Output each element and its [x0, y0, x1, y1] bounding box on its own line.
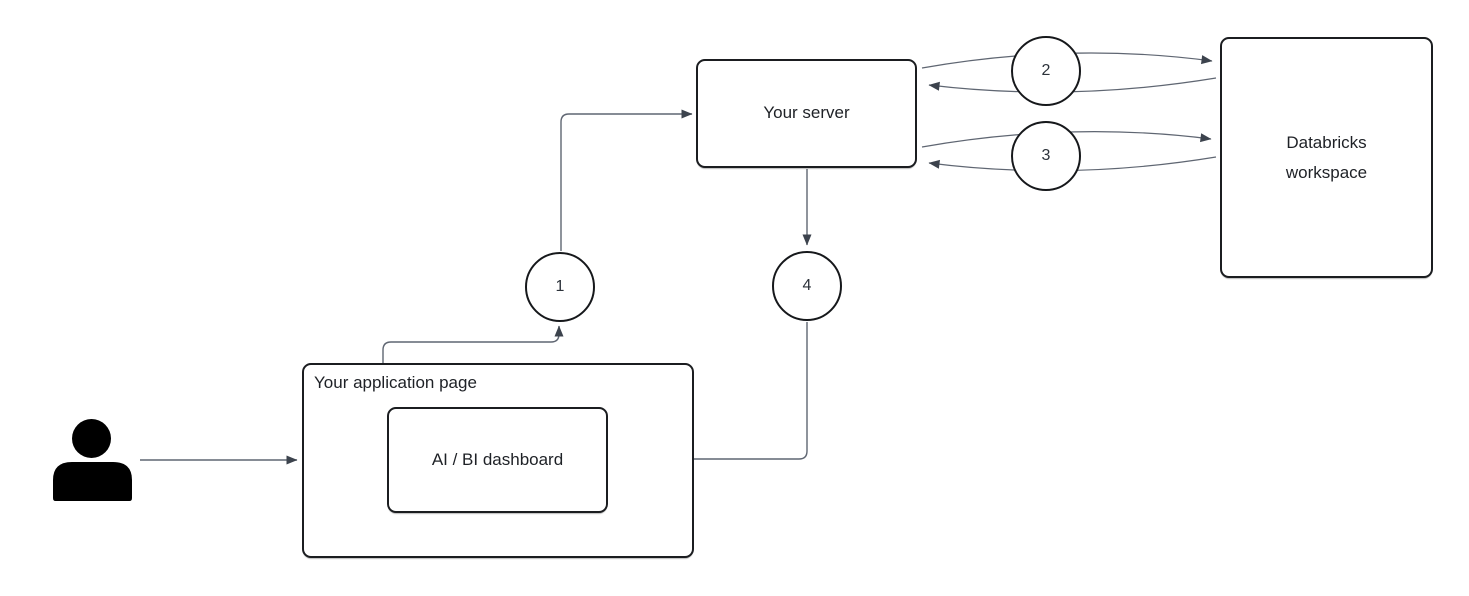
step-circle-4: 4: [772, 251, 842, 321]
node-dashboard: AI / BI dashboard: [387, 407, 608, 513]
step-circle-3: 3: [1011, 121, 1081, 191]
arrow-application-to-step1: [382, 325, 564, 363]
node-application-page: Your application page: [302, 363, 694, 558]
step-2-number: 2: [1041, 62, 1051, 79]
node-server: Your server: [696, 59, 917, 168]
step-circle-1: 1: [525, 252, 595, 322]
step-1-number: 1: [555, 278, 565, 295]
step-3-number: 3: [1041, 147, 1051, 164]
arrow-step4-to-dashboard: [617, 322, 808, 464]
server-label: Your server: [763, 103, 850, 123]
step-4-number: 4: [802, 277, 812, 294]
user-head-shape: [72, 419, 111, 458]
user-body-shape: [53, 462, 132, 501]
application-page-label: Your application page: [314, 373, 477, 392]
step-circle-2: 2: [1011, 36, 1081, 106]
user-icon: [53, 419, 132, 501]
dashboard-label: AI / BI dashboard: [431, 449, 564, 469]
node-databricks-workspace: Databricks workspace: [1220, 37, 1433, 278]
arrow-step1-to-server: [560, 109, 693, 251]
databricks-workspace-label: Databricks workspace: [1285, 132, 1368, 182]
